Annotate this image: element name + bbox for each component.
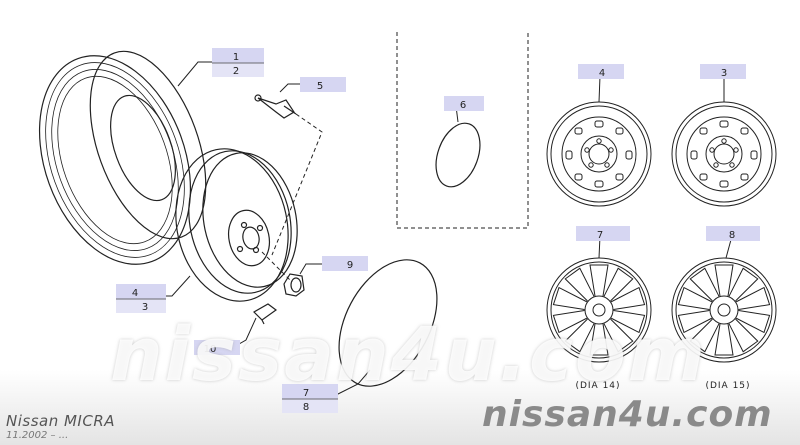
dashed-leaders xyxy=(261,32,529,283)
callout-label: 9 xyxy=(347,260,353,271)
callout-4-3: 4 3 xyxy=(116,284,166,313)
callout-label: 5 xyxy=(317,81,323,92)
callout-label: 4 xyxy=(132,288,138,299)
model-name: Nissan MICRA xyxy=(6,412,116,430)
wheel-cover-14-drawing xyxy=(546,257,652,363)
caption-dia14: (DIA 14) xyxy=(575,381,620,391)
callout-label: 3 xyxy=(142,302,148,313)
callout-7-right: 7 xyxy=(576,226,630,241)
callout-9: 9 xyxy=(322,256,368,271)
caption-dia15: (DIA 15) xyxy=(705,381,750,391)
callout-4-right: 4 xyxy=(578,64,624,79)
callout-6: 6 xyxy=(444,96,484,111)
callout-label: 4 xyxy=(599,68,605,79)
callout-7-8: 7 8 xyxy=(282,384,338,413)
footer-gradient xyxy=(0,370,800,445)
callout-label: 10 xyxy=(204,344,217,355)
callout-label: 6 xyxy=(460,100,466,111)
watermark-small: nissan4u.com xyxy=(482,394,773,435)
callout-label: 8 xyxy=(729,230,735,241)
callout-label: 2 xyxy=(233,66,239,77)
callout-label: 7 xyxy=(303,388,309,399)
callout-label: 1 xyxy=(233,52,239,63)
balance-weight-drawing xyxy=(253,303,278,325)
steel-wheel-15-drawing xyxy=(671,101,777,207)
valve-drawing xyxy=(254,94,297,119)
tire-drawing xyxy=(38,50,207,265)
wheel-cover-drawing xyxy=(338,259,438,387)
steel-wheel-drawing xyxy=(175,148,298,302)
leader-lines xyxy=(156,61,733,396)
callout-3-right: 3 xyxy=(700,64,746,79)
callout-label: 3 xyxy=(721,68,727,79)
callout-label: 7 xyxy=(597,230,603,241)
center-cap-drawing xyxy=(435,122,481,188)
wheel-cover-15-drawing xyxy=(671,257,777,363)
callout-5: 5 xyxy=(300,77,346,92)
steel-wheel-14-drawing xyxy=(546,101,652,207)
callout-8-right: 8 xyxy=(706,226,760,241)
callout-label: 8 xyxy=(303,402,309,413)
callout-10: 10 xyxy=(194,340,240,355)
model-date: 11.2002 – ... xyxy=(6,430,69,441)
wheel-nut-drawing xyxy=(283,273,305,297)
callout-1-2: 1 2 xyxy=(212,48,264,77)
